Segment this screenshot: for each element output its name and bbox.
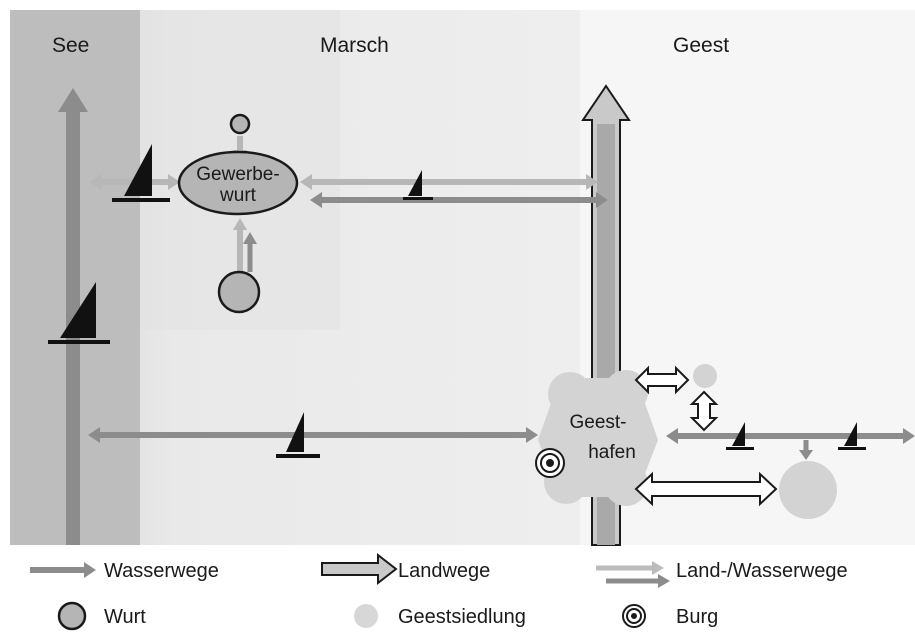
legend-label-geestsiedlung: Geestsiedlung: [398, 606, 526, 628]
land-route-hafen-to-large-settlement: [634, 471, 778, 507]
route-gewerbewurt-to-geest-lower: [310, 192, 608, 208]
gewerbewurt-label-line2: wurt: [219, 185, 257, 206]
legend: Wasserwege Landwege Land-/Wasserwege Wur…: [30, 552, 848, 631]
legend-item-wurt: Wurt: [57, 601, 146, 631]
legend-label-wurt: Wurt: [104, 606, 146, 628]
burg-icon: [535, 448, 565, 478]
gewerbewurt-node: Gewerbe- wurt: [177, 150, 299, 216]
zone-label-sea: See: [52, 34, 89, 57]
legend-item-wasserwege: Wasserwege: [30, 560, 219, 582]
legend-label-wasserwege: Wasserwege: [104, 560, 219, 582]
geesthafen-label-line1: Geest-: [569, 412, 626, 433]
wurt-icon: [57, 601, 87, 631]
wurt-lower: [217, 218, 261, 314]
legend-label-land-wasserwege: Land-/Wasserwege: [676, 560, 848, 582]
legend-label-landwege: Landwege: [398, 560, 490, 582]
gewerbewurt-label-line1: Gewerbe-: [196, 164, 279, 185]
route-sea-to-geesthafen: [88, 427, 538, 443]
legend-item-land-wasserwege: Land-/Wasserwege: [596, 560, 848, 588]
legend-label-burg: Burg: [676, 606, 718, 628]
boat-icon: [838, 422, 866, 450]
geesthafen-label-line2: hafen: [588, 442, 636, 463]
geesthafen-node: Geest- hafen: [538, 370, 658, 506]
boat-icon: [48, 282, 110, 344]
zone-label-geest: Geest: [673, 34, 729, 57]
route-geesthafen-to-east: [666, 428, 915, 460]
boat-icon: [112, 144, 170, 202]
land-route-hafen-to-small-settlement: [634, 365, 690, 395]
boat-icon: [276, 412, 320, 458]
route-gewerbewurt-to-geest-upper: [300, 174, 598, 190]
legend-item-geestsiedlung: Geestsiedlung: [354, 604, 526, 628]
zone-label-marsh: Marsch: [320, 34, 389, 57]
land-route-vertical-small: [689, 390, 719, 432]
geestsiedlung-large: [779, 461, 837, 519]
boat-icon: [726, 422, 754, 450]
boat-icon: [403, 170, 433, 200]
legend-item-burg: Burg: [622, 604, 718, 628]
legend-item-landwege: Landwege: [321, 552, 490, 586]
geestsiedlung-icon: [354, 604, 378, 628]
geestsiedlung-small: [693, 364, 717, 388]
